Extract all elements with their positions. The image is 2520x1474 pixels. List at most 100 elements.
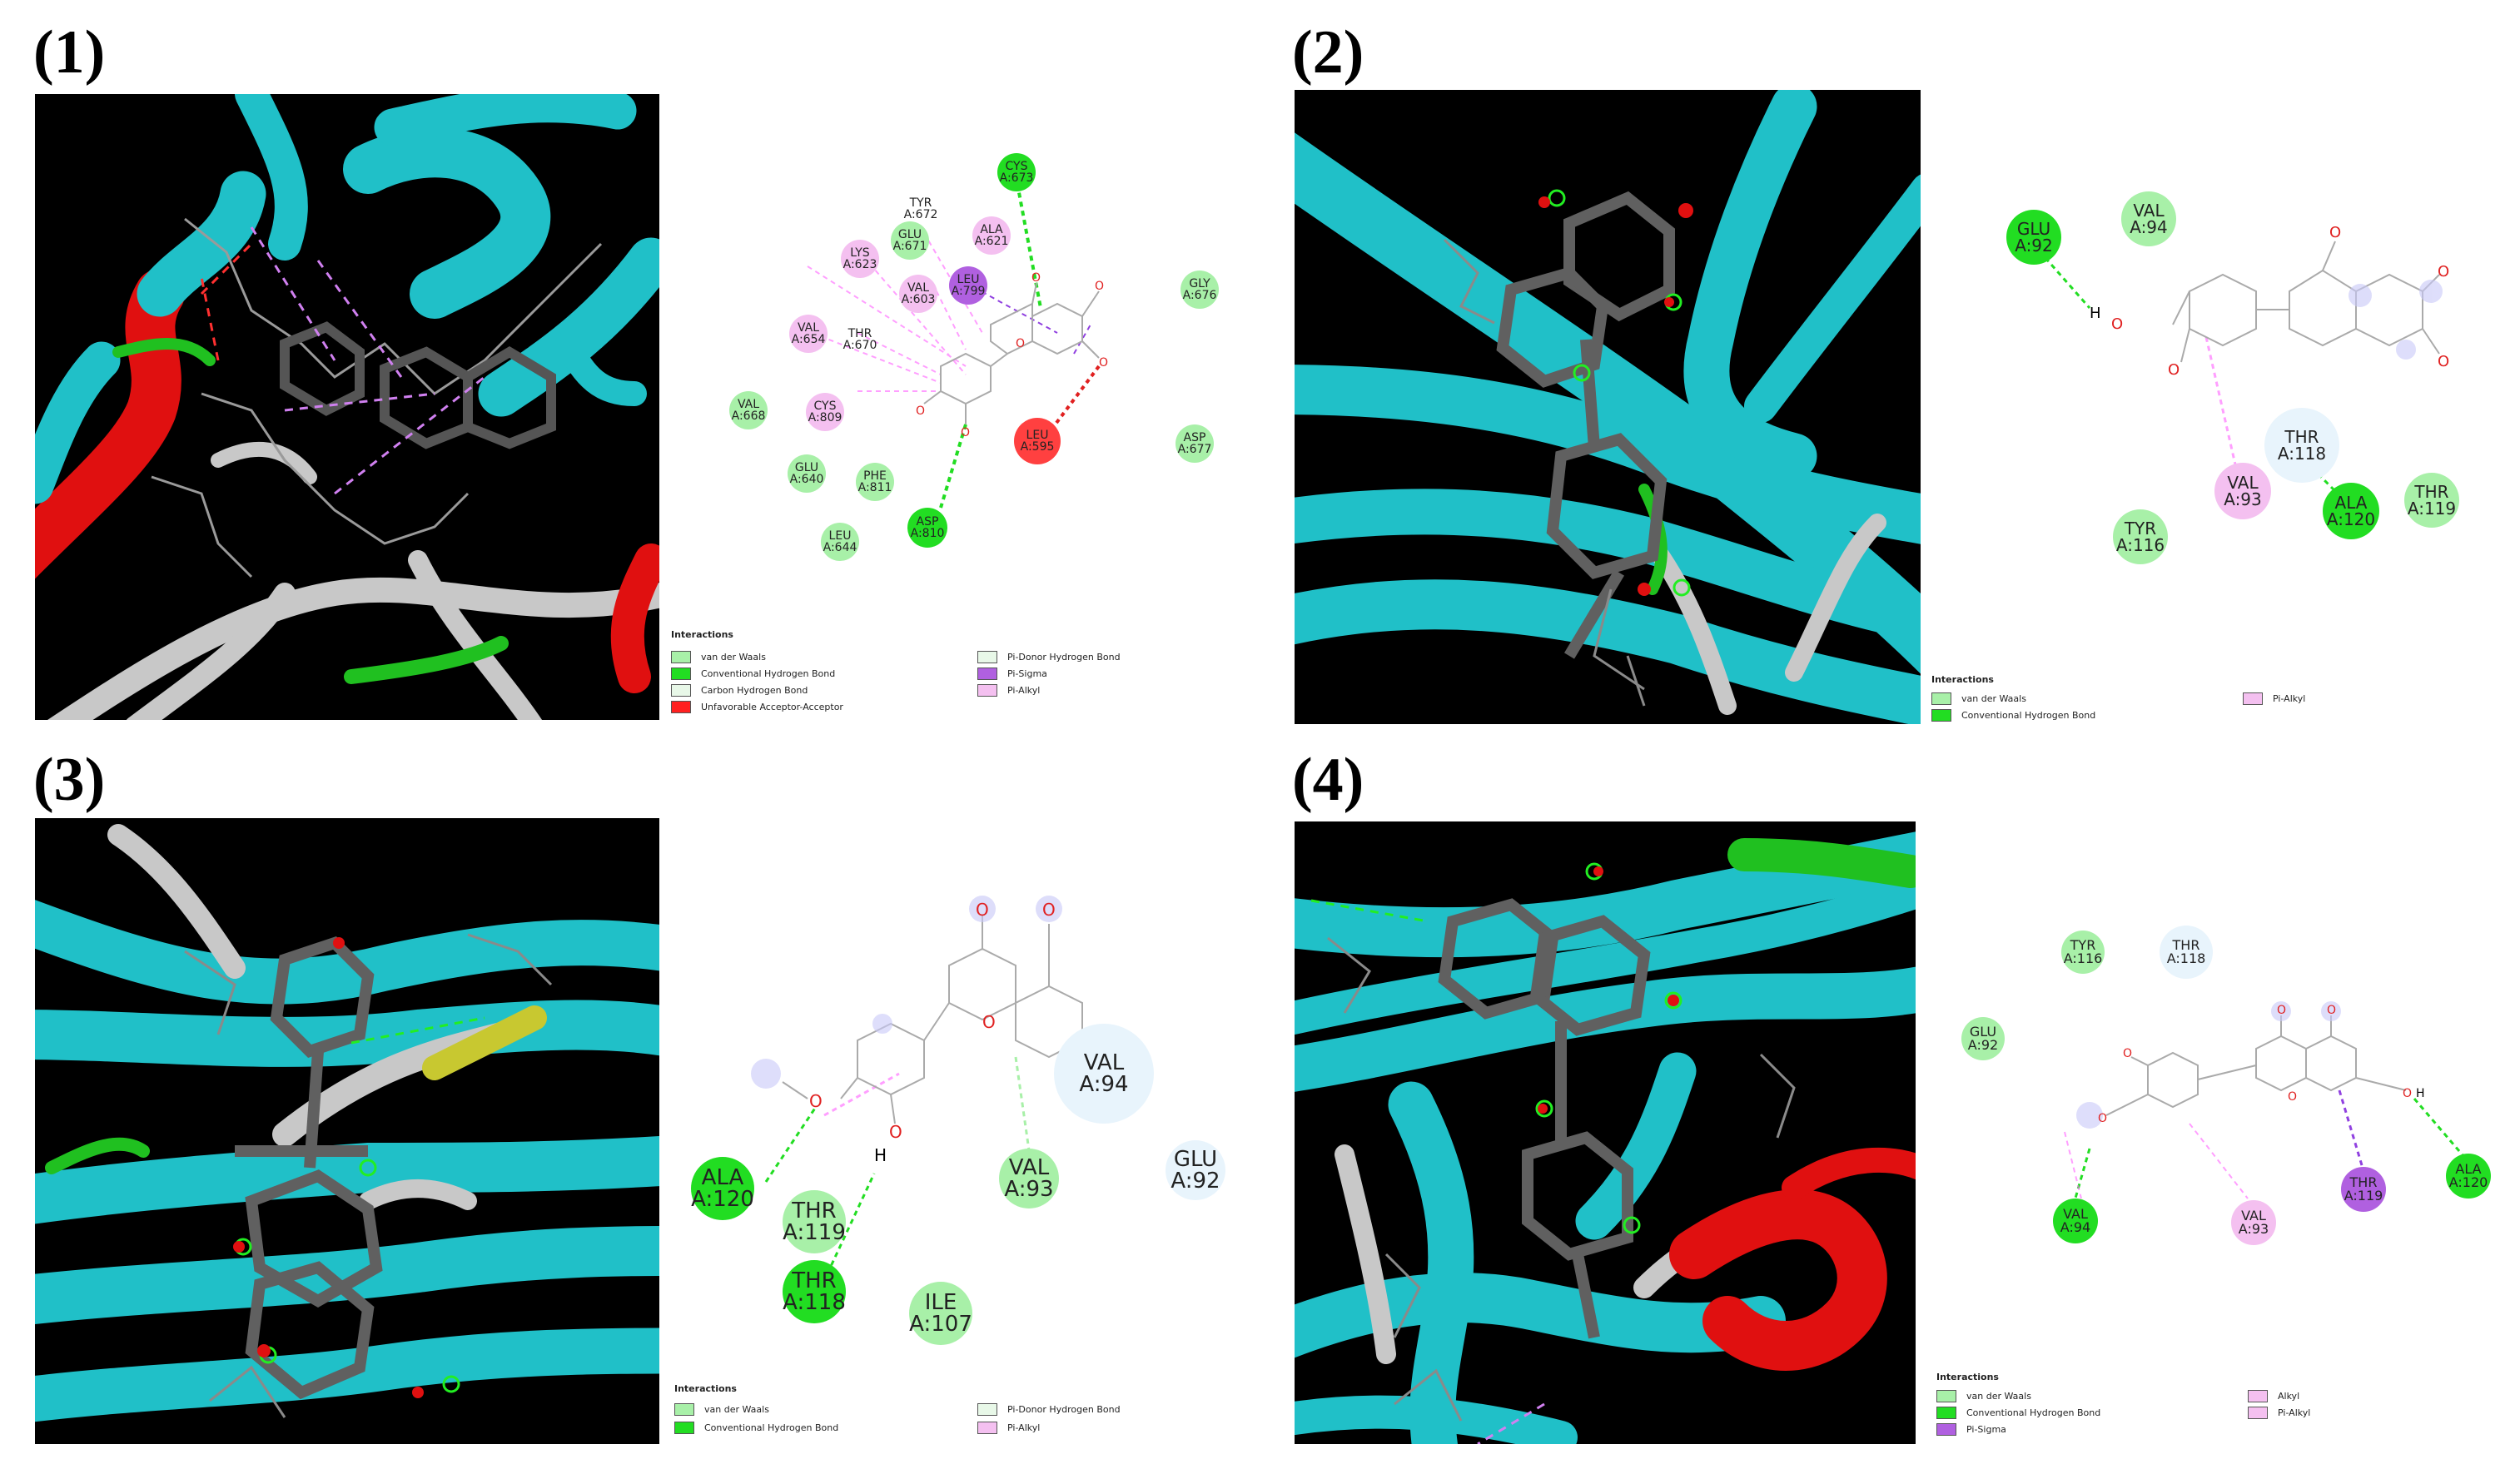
atom-o-10: O — [2111, 315, 2123, 333]
atom-o-17: O — [889, 1122, 902, 1142]
legend-item: Carbon Hydrogen Bond — [671, 684, 808, 697]
docking-3d-view-4 — [1295, 821, 1916, 1444]
protein-ribbon-render-4 — [1295, 831, 1916, 1444]
legend-swatch — [977, 1422, 997, 1434]
protein-ribbon-render-1 — [35, 94, 659, 720]
legend-title: Interactions — [674, 1383, 737, 1394]
atom-o-12: O — [976, 900, 989, 920]
legend-swatch — [2248, 1407, 2268, 1419]
legend-swatch — [1931, 692, 1951, 705]
atom-h-3: H — [2416, 1087, 2425, 1100]
legend-title: Interactions — [1936, 1372, 1999, 1382]
atom-o-13: O — [1042, 900, 1056, 920]
legend-title: Interactions — [1931, 674, 1994, 685]
legend-3: Interactions van der Waals Conventional … — [674, 1383, 1257, 1442]
legend-item: Pi-Alkyl — [2248, 1407, 2310, 1419]
atom-o-4: O — [916, 404, 925, 418]
legend-item: Conventional Hydrogen Bond — [1931, 709, 2095, 722]
legend-swatch — [671, 668, 691, 680]
legend-item: Conventional Hydrogen Bond — [1936, 1407, 2100, 1419]
legend-swatch — [671, 701, 691, 713]
legend-swatch — [1936, 1423, 1956, 1436]
legend-item: Pi-Donor Hydrogen Bond — [977, 1403, 1121, 1416]
legend-item: Pi-Sigma — [1936, 1423, 2006, 1436]
ligand-structure-4: O O O O O O H — [2064, 1001, 2466, 1208]
panel-label-4: (4) — [1292, 746, 1364, 814]
legend-2: Interactions van der Waals Conventional … — [1931, 674, 2514, 724]
legend-item: Pi-Alkyl — [977, 684, 1040, 697]
legend-swatch — [671, 651, 691, 663]
atom-o-11: O — [2168, 361, 2180, 379]
legend-swatch — [674, 1422, 694, 1434]
docking-3d-view-3 — [35, 818, 659, 1444]
legend-item: van der Waals — [1936, 1390, 2031, 1402]
atom-o-8: O — [2438, 263, 2449, 280]
legend-item: Conventional Hydrogen Bond — [674, 1422, 838, 1434]
legend-item: Conventional Hydrogen Bond — [671, 668, 835, 680]
atom-o-22: O — [2123, 1047, 2132, 1060]
legend-swatch — [1931, 709, 1951, 722]
legend-swatch — [977, 651, 997, 663]
atom-h-1: H — [2090, 305, 2101, 322]
protein-ribbon-render-3 — [35, 824, 659, 1422]
legend-swatch — [1936, 1407, 1956, 1419]
atom-o-16: O — [809, 1091, 823, 1111]
legend-swatch — [674, 1403, 694, 1416]
legend-item: Pi-Alkyl — [977, 1422, 1040, 1434]
atom-o-3: O — [1099, 356, 1108, 370]
atom-h-2: H — [874, 1145, 887, 1165]
atom-o-15: O — [982, 1012, 996, 1032]
atom-o-18: O — [2277, 1004, 2286, 1017]
atom-o-2: O — [1095, 280, 1104, 293]
ligand-structure-2: O O O O O H — [2025, 224, 2449, 497]
panel-label-3: (3) — [33, 746, 106, 814]
legend-swatch — [977, 668, 997, 680]
legend-item: Alkyl — [2248, 1390, 2299, 1402]
atom-o-20: O — [2403, 1087, 2412, 1100]
ligand-structure-1: O O O O O O — [807, 174, 1108, 509]
atom-o-7: O — [2329, 224, 2341, 241]
legend-item: Pi-Donor Hydrogen Bond — [977, 651, 1121, 663]
legend-1: Interactions van der Waals Conventional … — [671, 629, 1254, 721]
legend-item: van der Waals — [1931, 692, 2026, 705]
atom-o-19: O — [2327, 1004, 2336, 1017]
ligand-structure-3: O O O O O O H — [751, 896, 1122, 1299]
atom-o-1: O — [1031, 271, 1041, 285]
docking-3d-view-2 — [1295, 90, 1921, 724]
atom-o-5: O — [961, 426, 970, 439]
legend-swatch — [2243, 692, 2263, 705]
legend-item: Pi-Alkyl — [2243, 692, 2305, 705]
